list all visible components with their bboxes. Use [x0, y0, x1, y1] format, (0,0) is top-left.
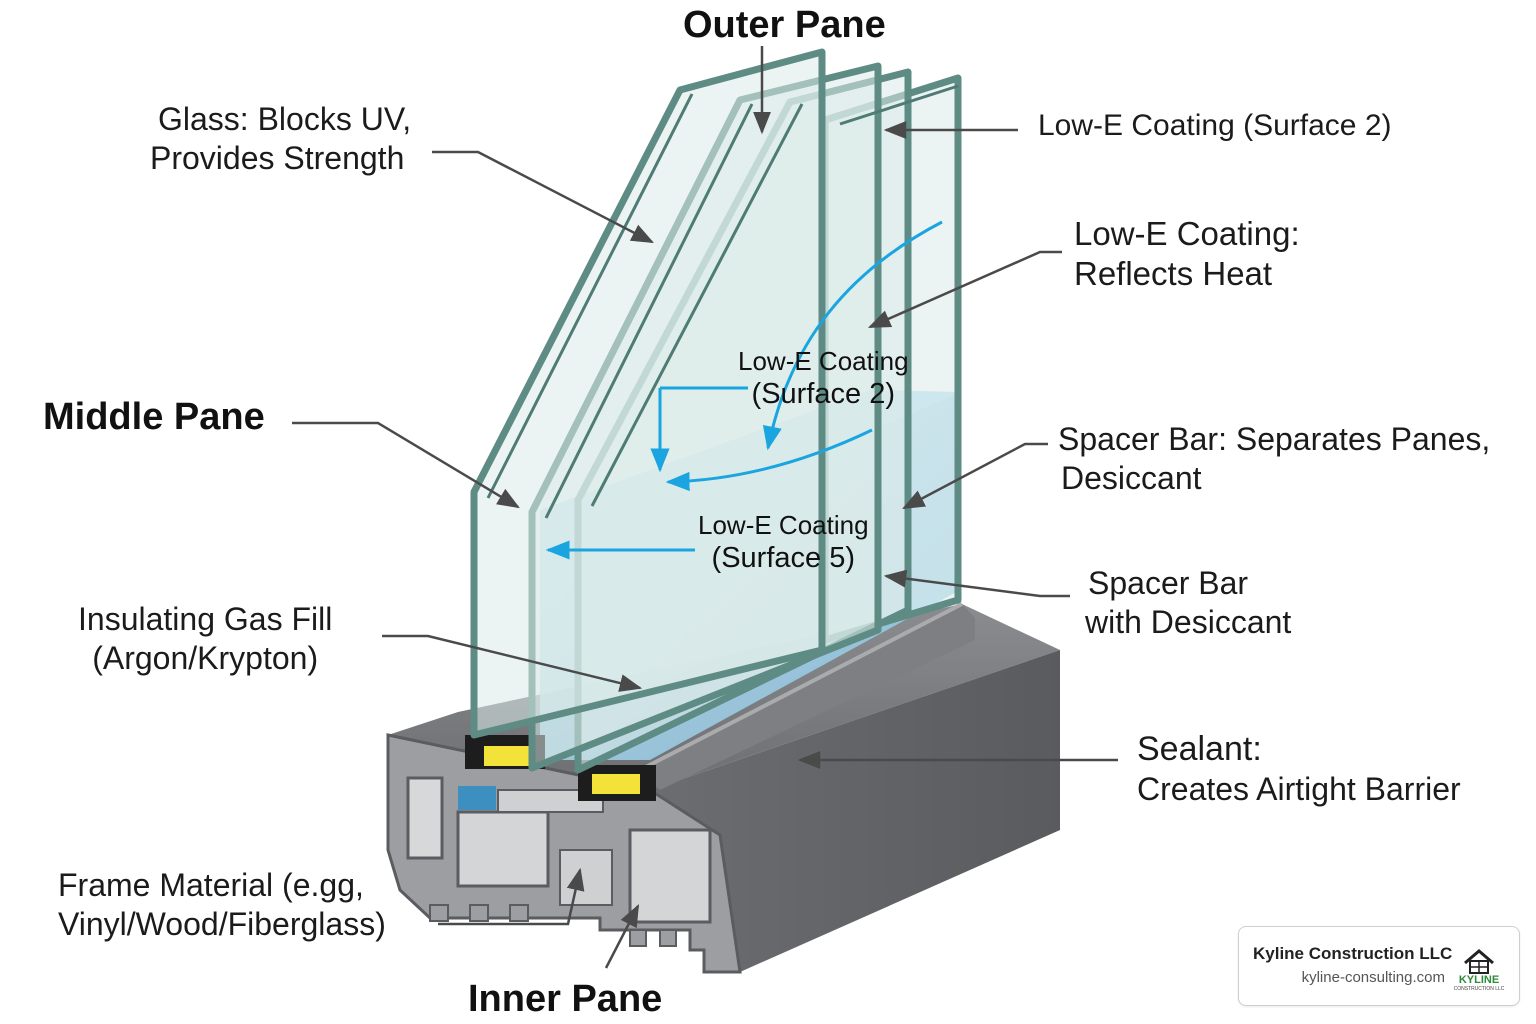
leader-frame-material: [438, 867, 585, 926]
glass-label: Glass: Blocks UV, Provides Strength: [150, 101, 412, 177]
brand-name: Kyline Construction LLC: [1253, 944, 1453, 963]
leader-spacer-desiccant: [883, 569, 1070, 598]
leader-middle-pane: [292, 421, 520, 509]
inner-pane-label: Inner Pane: [468, 978, 663, 1020]
low-e-reflects-heat-label: Low-E Coating: Reflects Heat: [1074, 215, 1300, 293]
heat-reflection-arrows: [545, 220, 943, 560]
frame-material-label: Frame Material (e.gg, Vinyl/Wood/Fibergl…: [58, 867, 386, 943]
brand-badge: Kyline Construction LLC kyline-consultin…: [1238, 926, 1520, 1006]
glass-panes: [470, 48, 962, 774]
sealant-label: Sealant: Creates Airtight Barrier: [1137, 730, 1461, 808]
outer-pane-label: Outer Pane: [683, 4, 886, 46]
logo-subtext: CONSTRUCTION LLC: [1454, 986, 1505, 992]
sealant-bead: [640, 604, 975, 790]
low-e-surface-5-inner-label: Low-E Coating (Surface 5): [698, 510, 869, 574]
inner-pane: [470, 48, 826, 739]
spacer-bar-separates-label: Spacer Bar: Separates Panes, Desiccant: [1058, 421, 1491, 497]
leader-glass: [432, 150, 654, 244]
leader-spacer-separates: [902, 442, 1048, 510]
leader-lines: [292, 46, 1118, 969]
leader-lowe-reflects: [867, 250, 1062, 329]
leader-inner-pane: [604, 904, 640, 969]
frame-long-side: [650, 650, 1060, 972]
leader-insulating-gas: [382, 634, 643, 692]
insulating-gas-fill-label: Insulating Gas Fill (Argon/Krypton): [78, 601, 333, 677]
logo-wordmark: KYLINE: [1459, 974, 1499, 986]
low-e-surface-2-label: Low-E Coating (Surface 2): [1038, 109, 1392, 142]
middle-pane-label: Middle Pane: [43, 396, 265, 438]
spacer-bar-desiccant-label: Spacer Bar with Desiccant: [1085, 565, 1292, 641]
kyline-logo-icon: KYLINE CONSTRUCTION LLC: [1454, 949, 1505, 992]
brand-url: kyline-consulting.com: [1301, 969, 1445, 986]
low-e-surface-2-inner-label: Low-E Coating (Surface 2): [738, 346, 909, 410]
desiccant-strip: [458, 786, 496, 810]
